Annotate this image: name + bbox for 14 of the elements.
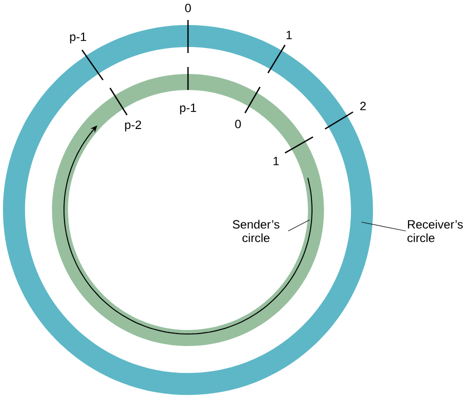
tick-label: p-1 (70, 32, 86, 44)
inner-ring (52, 74, 324, 346)
tick-label: p-2 (125, 120, 142, 132)
leader-line (361, 222, 406, 232)
tick-label: 0 (235, 120, 241, 128)
tick-label: p-1 (180, 104, 196, 114)
ring-label: Receiver’s circle (408, 220, 463, 242)
leader-line (288, 220, 310, 232)
tick-label: 1 (286, 30, 292, 40)
outer-ring (3, 25, 373, 395)
tick-label: 1 (274, 156, 279, 166)
tick-label: 2 (360, 102, 366, 110)
tick-label: 0 (185, 4, 191, 12)
ring-label: Sender’s circle (232, 220, 280, 242)
